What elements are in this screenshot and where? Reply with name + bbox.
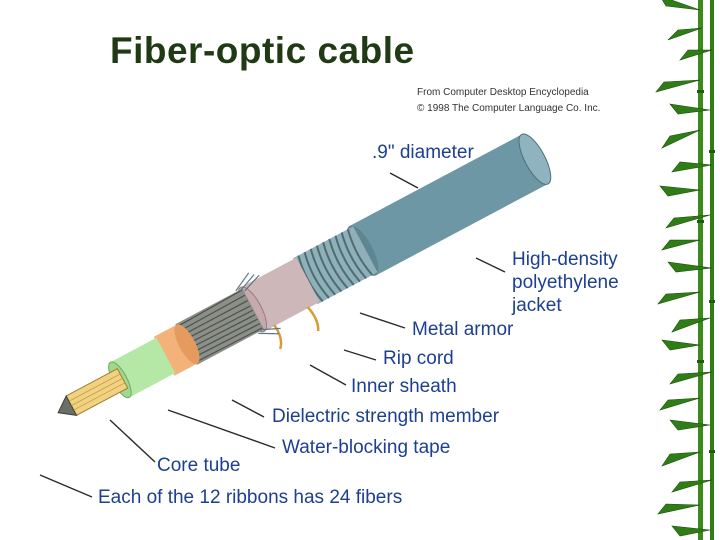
slide-title: Fiber-optic cable (110, 30, 415, 71)
water-blocking-tape (153, 324, 200, 376)
leader-diameter (389, 172, 419, 189)
label-ribbons: Each of the 12 ribbons has 24 fibers (98, 487, 403, 508)
leader-lines (39, 172, 506, 498)
label-inner-sheath: Inner sheath (351, 376, 457, 397)
cable-body (57, 133, 552, 417)
label-core-tube: Core tube (157, 455, 241, 476)
label-jacket-line-3: jacket (512, 295, 562, 316)
bamboo-leaves (655, 0, 713, 537)
leader-ribbons (39, 474, 93, 498)
label-rip-cord: Rip cord (383, 348, 454, 369)
label-jacket-line-1: High-density (512, 250, 618, 270)
label-jacket-line-2: polyethylene (512, 273, 619, 293)
leader-core-tube (109, 419, 156, 463)
bamboo-decoration (655, 0, 715, 540)
fiber-optic-cable-diagram (39, 133, 552, 498)
bamboo-stalks (697, 0, 715, 540)
label-diameter: .9" diameter (372, 142, 474, 163)
leader-rip-cord (343, 349, 377, 361)
metal-armor (293, 226, 378, 305)
label-metal-armor: Metal armor (412, 319, 514, 340)
leader-jacket (475, 257, 506, 273)
leader-inner-sheath (309, 364, 347, 386)
label-water-blocking-tape: Water-blocking tape (282, 437, 451, 458)
leader-water-blocking (167, 409, 276, 449)
label-dielectric-strength-member: Dielectric strength member (272, 406, 500, 427)
dielectric-strength-member (175, 272, 281, 365)
leader-metal-armor (359, 312, 406, 329)
rip-cord (273, 306, 320, 350)
fiber-ribbons (57, 368, 129, 417)
credit-line-1: From Computer Desktop Encyclopedia (417, 87, 589, 98)
credit-line-2: © 1998 The Computer Language Co. Inc. (417, 103, 601, 114)
leader-dielectric (231, 399, 265, 418)
